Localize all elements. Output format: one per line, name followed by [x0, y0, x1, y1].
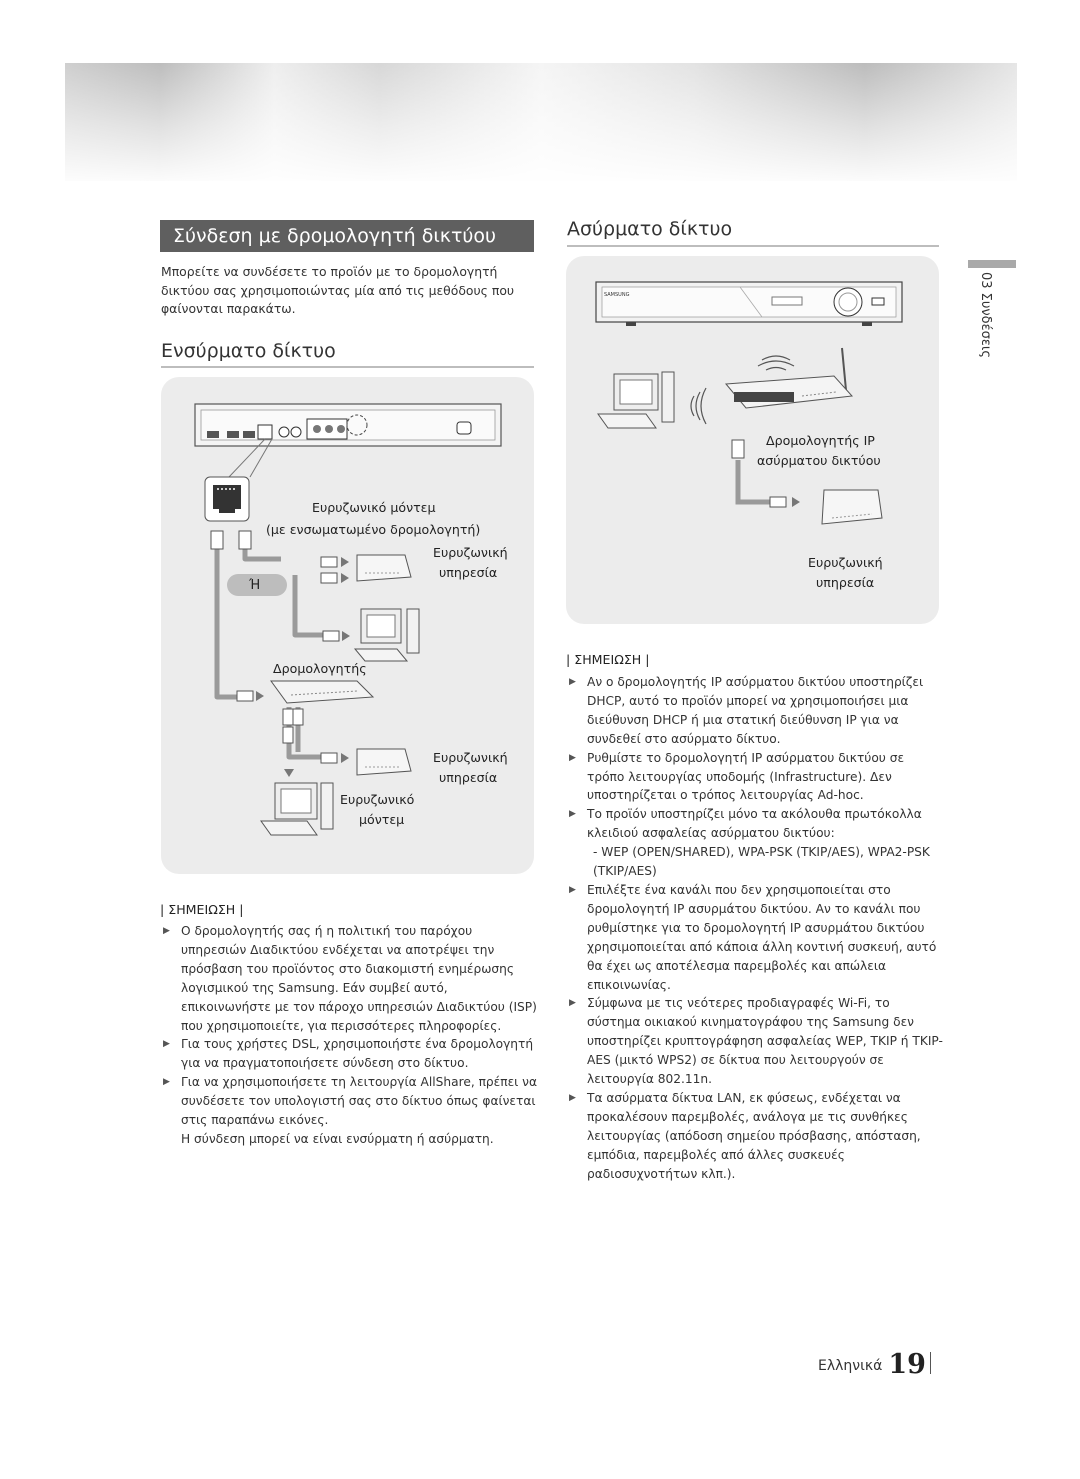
- home-theater-rear-panel: [194, 403, 502, 447]
- label-router-ip-1: Δρομολογητής IP: [766, 433, 875, 448]
- bullet-arrow-icon: ▶: [569, 752, 576, 763]
- protocol-list: - WEP (OPEN/SHARED), WPA-PSK (TKIP/AES),…: [593, 845, 930, 879]
- right-notes: ▶Αν ο δρομολογητής IP ασύρματου δικτύου …: [566, 673, 943, 1183]
- left-note-item: ▶Ο δρομολογητής σας ή η πολιτική του παρ…: [163, 924, 537, 1033]
- right-note-item: ▶Επιλέξτε ένα κανάλι που δεν χρησιμοποιε…: [569, 882, 937, 992]
- left-note-item: ▶Για τους χρήστες DSL, χρησιμοποιήστε έν…: [163, 1037, 534, 1071]
- computer-icon-1: [353, 608, 420, 662]
- cable-path: [735, 460, 771, 505]
- home-theater-front: SAMSUNG: [595, 281, 903, 326]
- wired-diagram: [194, 403, 502, 836]
- wifi-waves-icon: [690, 355, 795, 425]
- or-badge: [227, 574, 287, 596]
- flow-arrows: [256, 557, 350, 777]
- page-number: 19: [888, 1349, 926, 1380]
- wireless-diagram: SAMSUNG: [595, 281, 903, 525]
- right-note-item: ▶Αν ο δρομολογητής IP ασύρματου δικτύου …: [569, 675, 924, 746]
- label-service-b: υπηρεσία: [816, 575, 875, 590]
- label-modem-2b: μόντεμ: [359, 812, 405, 827]
- wired-title-rule: [161, 366, 534, 368]
- wireless-title: Ασύρματο δίκτυο: [567, 218, 733, 240]
- bullet-arrow-icon: ▶: [163, 1077, 170, 1088]
- label-modem-2a: Ευρυζωνικό: [340, 792, 415, 807]
- wireless-router-icon: [724, 347, 854, 409]
- label-service-a: Ευρυζωνική: [808, 555, 883, 570]
- bullet-arrow-icon: ▶: [569, 677, 576, 687]
- bullet-arrow-icon: ▶: [569, 1092, 576, 1103]
- right-note-item: ▶Σύμφωνα με τις νεότερες προδιαγραφές Wi…: [569, 996, 943, 1087]
- cable-plugs: [210, 530, 340, 764]
- label-broadband-modem: Ευρυζωνικό μόντεμ: [312, 500, 436, 515]
- intro-paragraph: Μπορείτε να συνδέσετε το προϊόν με το δρ…: [161, 264, 515, 317]
- bullet-arrow-icon: ▶: [569, 998, 576, 1009]
- label-service-2a: Ευρυζωνική: [433, 750, 508, 765]
- modem-icon-2: [356, 748, 412, 776]
- right-note-item: ▶Τα ασύρματα δίκτυα LAN, εκ φύσεως, ενδέ…: [569, 1090, 921, 1181]
- right-note-item: ▶Το προϊόν υποστηρίζει μόνο τα ακόλουθα …: [566, 805, 943, 881]
- bullet-arrow-icon: ▶: [569, 884, 576, 895]
- lan-port-icon: [204, 476, 250, 522]
- modem-icon: [821, 489, 883, 525]
- label-router: Δρομολογητής: [273, 661, 367, 676]
- computer-icon: [597, 371, 675, 429]
- left-note-item: ▶Για να χρησιμοποιήσετε τη λειτουργία Al…: [160, 1073, 537, 1149]
- label-service-1a: Ευρυζωνική: [433, 545, 508, 560]
- header-banner-highlight: [65, 63, 1017, 181]
- left-notes: ▶Ο δρομολογητής σας ή η πολιτική του παρ…: [160, 922, 537, 1149]
- bullet-arrow-icon: ▶: [569, 809, 576, 820]
- computer-icon-2: [260, 782, 334, 836]
- footer-divider: [929, 1352, 931, 1374]
- label-or: Ή: [249, 578, 261, 593]
- router-icon: [270, 680, 375, 704]
- brand-text: SAMSUNG: [604, 292, 630, 298]
- wired-title: Ενσύρματο δίκτυο: [161, 340, 336, 362]
- footer-language: Ελληνικά: [818, 1358, 883, 1374]
- bullet-arrow-icon: ▶: [163, 926, 170, 936]
- left-note-heading: | ΣΗΜΕΙΩΣΗ |: [160, 902, 244, 917]
- label-modem-router: (με ενσωματωμένο δρομολογητή): [266, 522, 481, 537]
- right-note-heading: | ΣΗΜΕΙΩΣΗ |: [566, 652, 650, 667]
- label-service-2b: υπηρεσία: [439, 770, 498, 785]
- label-router-ip-2: ασύρματου δικτύου: [757, 453, 881, 468]
- chapter-tab-marker: [968, 260, 1016, 268]
- label-service-1b: υπηρεσία: [439, 565, 498, 580]
- wireless-title-rule: [567, 245, 939, 247]
- modem-icon: [356, 554, 412, 582]
- bullet-arrow-icon: ▶: [163, 1039, 170, 1050]
- chapter-label: 03 Συνδέσεις: [978, 272, 993, 358]
- page-footer: Ελληνικά 19: [818, 1349, 931, 1380]
- left-note-tail: Η σύνδεση μπορεί να είναι ενσύρματη ή ασ…: [181, 1131, 494, 1146]
- right-note-item: ▶Ρυθμίστε το δρομολογητή IP ασύρματου δι…: [569, 750, 905, 803]
- section-title: Σύνδεση με δρομολογητή δικτύου: [160, 220, 534, 252]
- wired-diagram-panel: [161, 377, 534, 874]
